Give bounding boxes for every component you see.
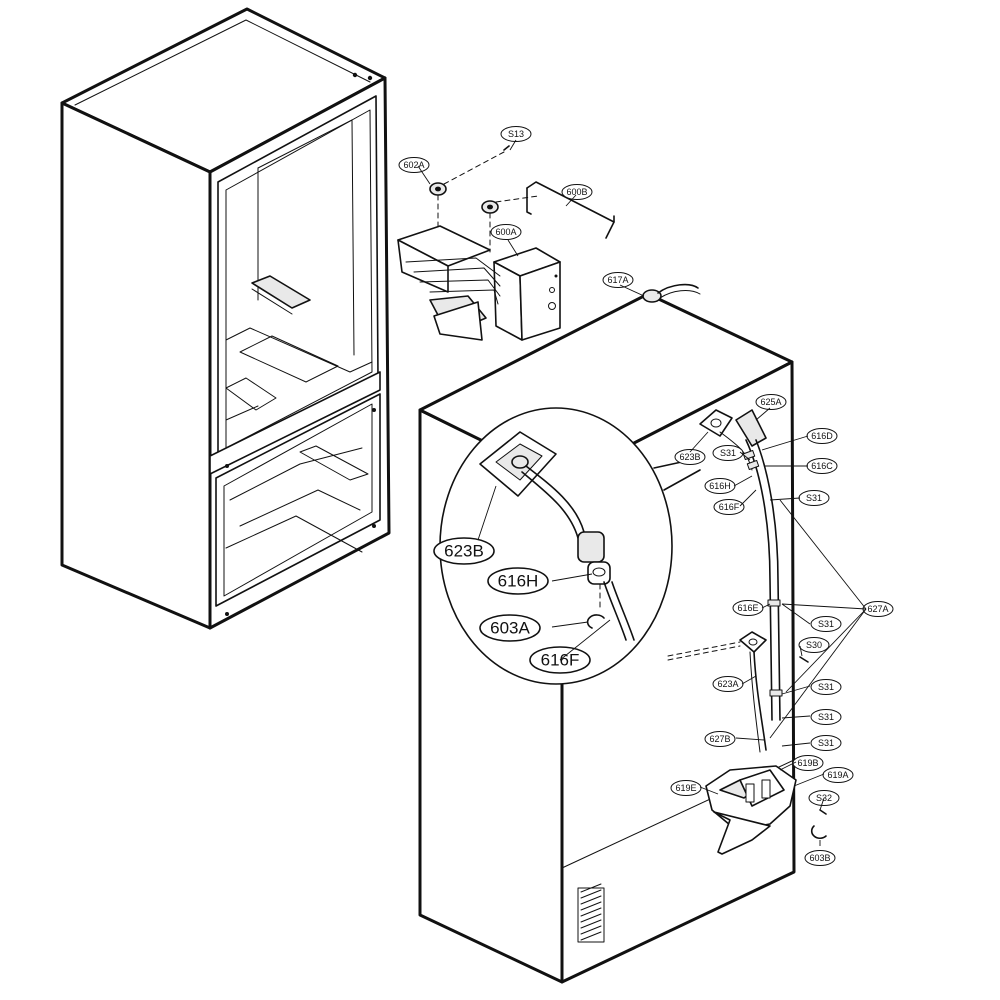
callout-label: 619E (675, 783, 696, 793)
callout-label: 623A (717, 679, 738, 689)
callout-bubble (674, 449, 706, 465)
callout-label: 625A (760, 397, 781, 407)
callout-bubble (704, 731, 736, 747)
callout-bubble (602, 272, 634, 288)
callout-label: 616D (811, 431, 833, 441)
detail-callout-label: 603A (490, 619, 530, 638)
callout-616f-small: 616F (713, 499, 745, 515)
callout-627b: 627B (704, 731, 736, 747)
callout-label: 616E (737, 603, 758, 613)
callout-bubble (398, 157, 430, 173)
callout-bubble (713, 499, 745, 515)
callout-bubble (804, 850, 836, 866)
callout-s31-a: S31 (712, 445, 744, 461)
detail-callout-label: 623B (444, 542, 484, 561)
callout-bubble (704, 478, 736, 494)
callout-label: 603B (809, 853, 830, 863)
detail-callout-label: 616H (498, 572, 539, 591)
callout-label: S30 (806, 640, 822, 650)
callout-label: S31 (818, 712, 834, 722)
callout-label: S31 (818, 619, 834, 629)
callout-625a: 625A (755, 394, 787, 410)
callout-616h-small: 616H (704, 478, 736, 494)
callout-label: S31 (806, 493, 822, 503)
callout-bubble (490, 224, 522, 240)
callout-s31-e: S31 (810, 709, 842, 725)
callout-s13: S13 (500, 126, 532, 142)
callout-label: 623B (679, 452, 700, 462)
callout-label: 619A (827, 770, 848, 780)
callout-619e: 619E (670, 780, 702, 796)
compressor-vent (577, 883, 605, 943)
callout-623a: 623A (712, 676, 744, 692)
detail-callout-bubble (487, 567, 549, 595)
callout-627a: 627A (862, 601, 894, 617)
callout-623b-small: 623B (674, 449, 706, 465)
ice-maker-assembly (397, 145, 615, 341)
callout-label: 619B (797, 758, 818, 768)
left-cabinet (60, 7, 391, 630)
detail-callout-bubble (433, 537, 495, 565)
callout-label: 616C (811, 461, 833, 471)
callout-s30: S30 (798, 637, 830, 653)
callout-s31-c: S31 (810, 616, 842, 632)
water-tube-assembly (667, 409, 827, 855)
callout-label: 627B (709, 734, 730, 744)
callout-600a: 600A (490, 224, 522, 240)
callout-label: 616H (709, 481, 731, 491)
detail-callout-603a-large: 603A (479, 614, 541, 642)
callout-bubble (798, 637, 830, 653)
callout-label: 627A (867, 604, 888, 614)
callout-bubble (755, 394, 787, 410)
detail-callout-623b-large: 623B (433, 537, 495, 565)
callout-label: S31 (818, 682, 834, 692)
callout-603b: 603B (804, 850, 836, 866)
detail-callout-bubble (479, 614, 541, 642)
callout-bubble (810, 679, 842, 695)
callout-s31-f: S31 (810, 735, 842, 751)
callout-616e: 616E (732, 600, 764, 616)
callout-label: 617A (607, 275, 628, 285)
callout-bubble (822, 767, 854, 783)
callout-bubble (810, 709, 842, 725)
callout-label: S13 (508, 129, 524, 139)
leader-lines (417, 139, 867, 846)
callout-616d: 616D (806, 428, 838, 444)
callout-bubble (670, 780, 702, 796)
callout-bubble (500, 126, 532, 142)
callout-617a: 617A (602, 272, 634, 288)
callout-label: 600A (495, 227, 516, 237)
detail-magnifier (439, 407, 701, 685)
callout-label: 600B (566, 187, 587, 197)
callout-s31-d: S31 (810, 679, 842, 695)
callout-600b: 600B (561, 184, 593, 200)
callout-label: S31 (720, 448, 736, 458)
callout-bubble (561, 184, 593, 200)
callout-label: S31 (818, 738, 834, 748)
callout-s31-b: S31 (798, 490, 830, 506)
callout-619b: 619B (792, 755, 824, 771)
detail-callout-616h-large: 616H (487, 567, 549, 595)
callout-bubble (712, 676, 744, 692)
callout-616c: 616C (806, 458, 838, 474)
callout-label: 616F (719, 502, 740, 512)
callout-label: 602A (403, 160, 424, 170)
callout-bubble (810, 616, 842, 632)
callout-619a: 619A (822, 767, 854, 783)
callout-bubble (810, 735, 842, 751)
callout-bubble (712, 445, 744, 461)
callout-602a: 602A (398, 157, 430, 173)
part-callouts: S13 602A 600B 600A 617A 625A 616D 623B S31 616C 61… (398, 126, 894, 866)
